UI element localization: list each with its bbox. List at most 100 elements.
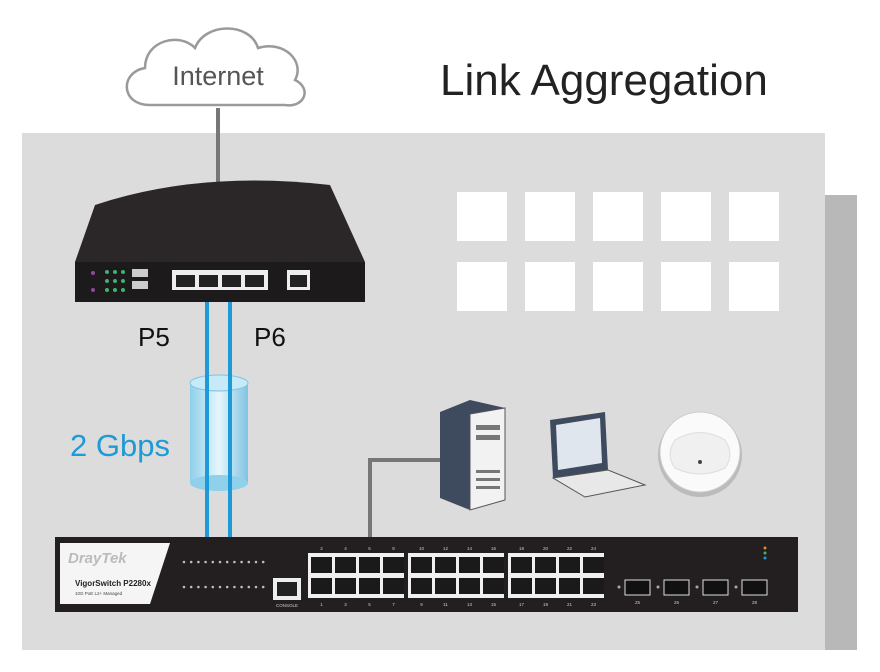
port-number: 25 [635, 600, 641, 605]
rj45-port-5[interactable] [359, 578, 380, 594]
port-led [197, 585, 200, 589]
port-led [254, 560, 258, 564]
port-led [204, 560, 207, 564]
port-led [182, 560, 186, 564]
port-number: 28 [752, 600, 758, 605]
window [457, 192, 507, 241]
port-number: 26 [674, 600, 680, 605]
port-led [247, 585, 251, 589]
port-number: 2 [320, 546, 323, 551]
port-led [211, 585, 215, 589]
port-number: 5 [368, 602, 371, 607]
rj45-port-2[interactable] [311, 557, 332, 573]
rj45-port-23[interactable] [583, 578, 604, 594]
rj45-port-3[interactable] [335, 578, 356, 594]
rj45-port-6[interactable] [359, 557, 380, 573]
port-number: 12 [443, 546, 449, 551]
window [661, 262, 711, 311]
port-led [254, 585, 258, 589]
cloud-icon [125, 27, 306, 107]
trunk-speed-label: 2 Gbps [70, 428, 170, 463]
rj45-port-18[interactable] [511, 557, 532, 573]
port-number: 24 [591, 546, 597, 551]
window [525, 192, 575, 241]
rj45-port-1[interactable] [311, 578, 332, 594]
sfp-port-26[interactable] [663, 579, 690, 596]
rj45-port-22[interactable] [559, 557, 580, 573]
port-led [182, 585, 186, 589]
port-led [189, 585, 193, 589]
rj45-port-7[interactable] [383, 578, 404, 594]
port-number: 6 [368, 546, 371, 551]
port-number: 27 [713, 600, 719, 605]
port-label-p5: P5 [138, 322, 170, 352]
server-icon [440, 400, 506, 511]
rj45-port-8[interactable] [383, 557, 404, 573]
cloud-label: Internet [172, 61, 264, 91]
port-led [233, 585, 236, 589]
rj45-port-13[interactable] [459, 578, 480, 594]
port-number: 3 [344, 602, 347, 607]
port-number: 14 [467, 546, 473, 551]
port-led [225, 585, 229, 589]
port-number: 15 [491, 602, 497, 607]
rj45-port-19[interactable] [535, 578, 556, 594]
switch-subtitle: 10G PoE L2+ Managed [75, 591, 123, 596]
rj45-port-24[interactable] [583, 557, 604, 573]
rj45-port-10[interactable] [411, 557, 432, 573]
access-point-icon [658, 411, 742, 497]
rj45-port-16[interactable] [483, 557, 504, 573]
switch-model: VigorSwitch P2280x [75, 579, 151, 588]
window [593, 262, 643, 311]
port-led [211, 560, 215, 564]
rj45-port-9[interactable] [411, 578, 432, 594]
port-led [225, 560, 229, 564]
windows [457, 192, 779, 311]
port-number: 23 [591, 602, 597, 607]
window [729, 262, 779, 311]
port-led [189, 560, 193, 564]
port-number: 21 [567, 602, 573, 607]
port-number: 22 [567, 546, 573, 551]
switch: DrayTek VigorSwitch P2280x 10G PoE L2+ M… [55, 537, 798, 612]
rj45-port-14[interactable] [459, 557, 480, 573]
port-number: 7 [392, 602, 395, 607]
port-led [197, 560, 200, 564]
port-led [247, 560, 251, 564]
diagram-title: Link Aggregation [440, 56, 768, 105]
router [75, 180, 365, 302]
console-label: CONSOLE [276, 603, 298, 608]
window [525, 262, 575, 311]
port-number: 20 [543, 546, 549, 551]
port-number: 13 [467, 602, 473, 607]
window [729, 192, 779, 241]
port-number: 1 [320, 602, 323, 607]
port-led [218, 560, 222, 564]
rj45-port-15[interactable] [483, 578, 504, 594]
port-number: 4 [344, 546, 347, 551]
port-led [218, 585, 222, 589]
sfp-port-27[interactable] [702, 579, 729, 596]
port-number: 19 [543, 602, 549, 607]
port-number: 9 [420, 602, 423, 607]
port-number: 18 [519, 546, 525, 551]
port-number: 16 [491, 546, 497, 551]
console-port[interactable] [277, 582, 297, 596]
rj45-port-20[interactable] [535, 557, 556, 573]
rj45-port-11[interactable] [435, 578, 456, 594]
port-led [240, 560, 243, 564]
window [661, 192, 711, 241]
port-number: 10 [419, 546, 425, 551]
port-led [261, 585, 265, 589]
port-number: 17 [519, 602, 525, 607]
rj45-port-17[interactable] [511, 578, 532, 594]
port-led [204, 585, 207, 589]
rj45-port-4[interactable] [335, 557, 356, 573]
sfp-port-25[interactable] [624, 579, 651, 596]
rj45-port-21[interactable] [559, 578, 580, 594]
switch-logo: DrayTek [68, 550, 127, 567]
port-led [233, 560, 236, 564]
sfp-port-28[interactable] [741, 579, 768, 596]
rj45-port-12[interactable] [435, 557, 456, 573]
